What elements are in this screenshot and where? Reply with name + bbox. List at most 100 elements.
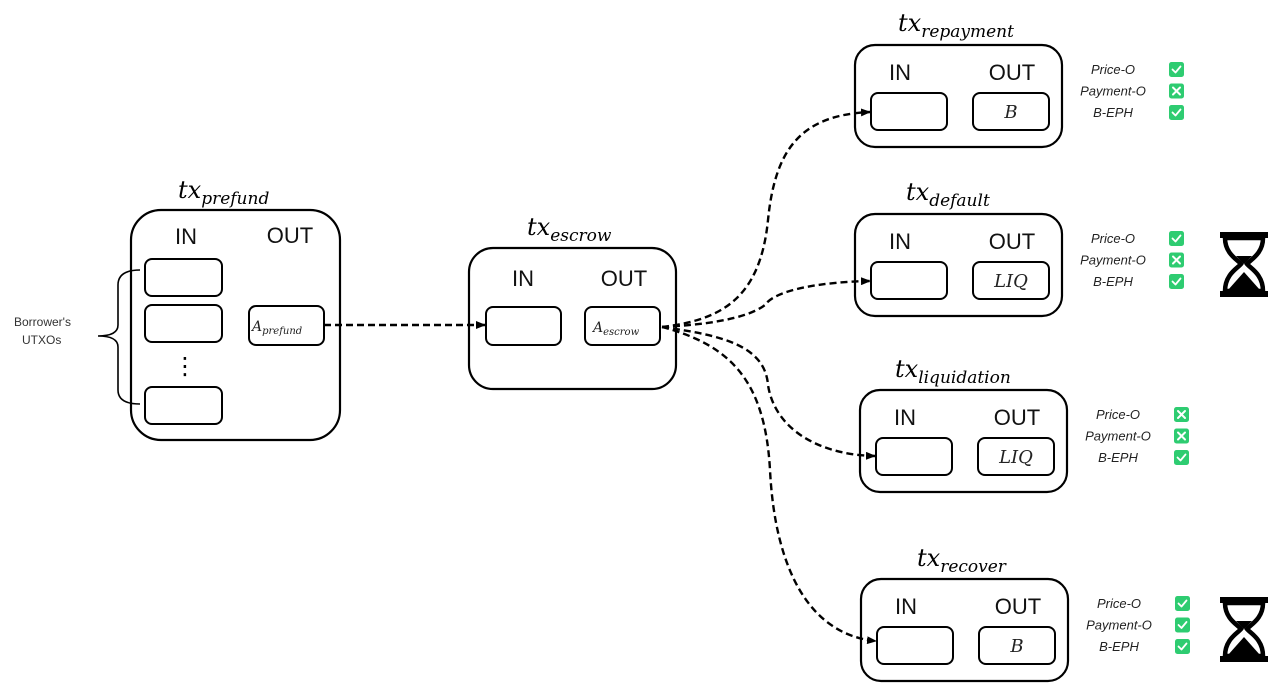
output-value: LIQ [993,271,1028,292]
cross-mark [1172,255,1181,265]
arrow-escrow-to-liquidation [661,325,876,460]
condition-label: B-EPH [1099,639,1139,654]
check-mark [1177,599,1188,608]
output-box-a-escrow [584,306,661,346]
cross-mark [1177,431,1186,441]
hourglass-icon [1220,597,1268,662]
in-label: IN [175,224,197,249]
tx-escrow: txescrow IN OUT Aescrow [467,213,678,391]
condition-label: B-EPH [1093,274,1133,289]
condition-label: Price-O [1096,407,1140,422]
condition-label: B-EPH [1093,105,1133,120]
tx-repayment-box [853,43,1064,149]
out-label: OUT [995,594,1041,619]
condition-row: Price-O [1091,231,1184,246]
tx-liquidation-title: txliquidation [895,355,1011,388]
check-icon [1169,274,1184,289]
output-box [972,261,1050,300]
borrower-label-line2: UTXOs [22,333,61,347]
check-icon [1169,231,1184,246]
tx-recover-box [859,577,1070,683]
out-label: OUT [989,229,1035,254]
check-mark [1171,234,1182,243]
condition-label: Payment-O [1086,618,1152,633]
in-label: IN [889,60,911,85]
tx-repayment-title: txrepayment [898,9,1014,42]
out-label: OUT [267,223,313,248]
condition-row: B-EPH [1099,639,1190,654]
input-box [870,92,948,131]
condition-row: Payment-O [1080,83,1184,99]
out-label: OUT [601,266,647,291]
condition-row: Price-O [1097,596,1190,611]
check-icon [1175,596,1190,611]
input-utxo-box [144,386,223,425]
condition-row: Payment-O [1086,617,1190,633]
output-a-escrow-label: Aescrow [591,320,640,338]
input-utxo-box [144,304,223,343]
arrow-escrow-to-repayment [661,108,871,329]
arrow-escrow-to-recover [661,325,877,645]
condition-label: Price-O [1097,596,1141,611]
in-label: IN [512,266,534,291]
condition-row: Price-O [1091,62,1184,77]
in-label: IN [894,405,916,430]
tx-recover-title: txrecover [917,544,1007,577]
output-a-prefund-label: Aprefund [250,319,302,337]
out-label: OUT [994,405,1040,430]
input-box [876,626,954,665]
check-icon [1175,639,1190,654]
arrow-escrow-to-default [661,277,871,329]
condition-row: B-EPH [1093,105,1184,120]
tx-prefund-title: txprefund [178,176,269,209]
input-box [875,437,953,476]
condition-label: Payment-O [1080,253,1146,268]
tx-escrow-title: txescrow [527,213,612,246]
input-utxo-box [144,258,223,297]
cross-mark [1177,410,1186,419]
output-value: B [1009,636,1023,657]
tx-liquidation-box [858,388,1069,494]
check-mark [1177,642,1188,651]
output-box [978,626,1056,665]
ellipsis-icon: ⋮ [173,352,197,380]
tx-default-title: txdefault [906,178,990,211]
condition-row: Payment-O [1080,252,1184,268]
condition-row: Payment-O [1085,428,1189,444]
hourglass-icon [1220,232,1268,297]
in-label: IN [895,594,917,619]
check-mark [1177,621,1188,629]
borrower-label-line1: Borrower's [14,315,71,329]
output-value: LIQ [998,447,1033,468]
condition-row: Price-O [1096,407,1189,422]
condition-label: Payment-O [1080,84,1146,99]
check-icon [1169,105,1184,120]
check-mark [1171,65,1182,74]
condition-row: B-EPH [1093,274,1184,289]
tx-prefund: txprefund IN OUT ⋮ Aprefund [129,176,342,442]
check-mark [1176,453,1187,462]
out-label: OUT [989,60,1035,85]
condition-label: Payment-O [1085,429,1151,444]
check-icon [1174,450,1189,465]
input-box [485,306,562,346]
tx-escrow-box [467,246,678,391]
check-icon [1175,617,1190,633]
borrower-utxos-annotation: Borrower's UTXOs [14,269,141,405]
output-value: B [1003,102,1017,123]
check-mark [1171,108,1182,117]
in-label: IN [889,229,911,254]
condition-label: Price-O [1091,62,1135,77]
output-box [977,437,1055,476]
condition-label: Price-O [1091,231,1135,246]
curly-brace [97,269,141,405]
check-mark [1171,277,1182,286]
tx-default-box [853,212,1064,318]
check-icon [1169,62,1184,77]
